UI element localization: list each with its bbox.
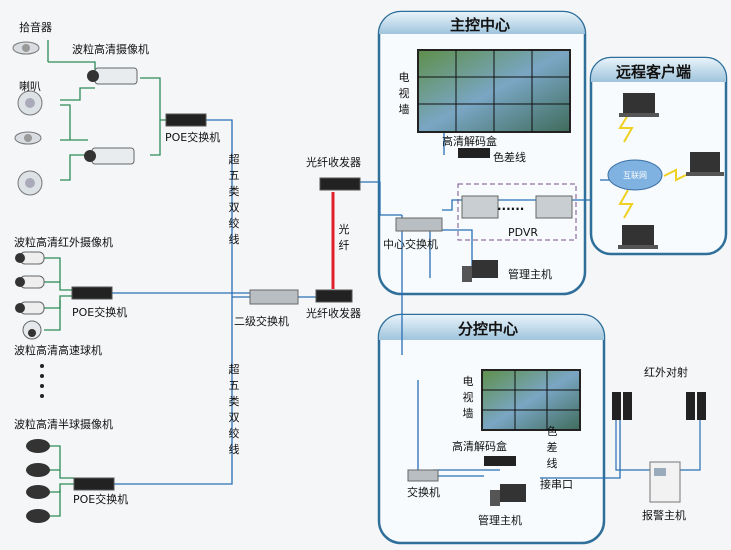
switch-icon [407,469,439,482]
label-level2-switch: 二级交换机 [234,315,289,328]
poe-switch-icon [71,286,113,300]
speed-dome-icon [22,320,42,340]
label-mgmt-host: 管理主机 [508,268,552,281]
label-poe-switch-2: POE交换机 [72,306,128,319]
label-color-diff-cable: 色差线 [493,151,526,164]
pickup-icon [12,41,40,55]
tv-wall-screen [417,49,571,133]
label-sub-tv-wall: 电视墙 [462,375,474,420]
tv-wall-screen [481,369,581,431]
network-links [112,118,621,485]
poe-switch-icon [165,113,207,127]
label-internet: 互联网 [623,171,647,180]
label-poe-switch-1: POE交换机 [165,131,221,144]
label-dome-camera: 波粒高清半球摄像机 [14,418,113,431]
dome-camera-icon [26,439,50,523]
label-twisted-pair-1: 超五类双绞线 [228,153,240,246]
label-fiber: 光纤 [338,223,350,252]
label-sub-color-diff-cable: 色差线 [546,425,558,470]
label-poe-switch-3: POE交换机 [73,493,129,506]
label-center-switch: 中心交换机 [383,238,438,251]
ellipsis-dots [40,364,44,398]
center-switch-icon [395,217,443,232]
label-sub-switch: 交换机 [407,486,440,499]
label-speaker: 喇叭 [19,80,41,93]
ir-beam-sensor-icon [612,392,706,420]
box-camera-icon [87,67,138,85]
sub-center-title: 分控中心 [458,320,519,338]
label-pdvr: PDVR [508,226,539,239]
label-pickup: 拾音器 [19,21,52,34]
label-twisted-pair-2: 超五类双绞线 [228,363,240,456]
label-sub-mgmt-host: 管理主机 [478,514,522,527]
mgmt-host-icon [462,260,498,282]
camera-links [42,40,166,517]
level2-switch-icon [249,289,299,305]
pickup-icon [14,131,42,145]
decoder-box-icon [484,456,516,466]
pdvr-group [457,183,577,241]
mgmt-host-icon [490,484,526,506]
label-ir-camera: 波粒高清红外摄像机 [14,236,113,249]
laptop-icon [619,93,659,117]
label-hd-decoder: 高清解码盒 [442,135,497,148]
ir-camera-icon [15,251,45,315]
label-ir-beam: 红外对射 [644,366,688,379]
label-sub-hd-decoder: 高清解码盒 [452,440,507,453]
poe-switch-icon [73,477,115,491]
label-tv-wall: 电视墙 [398,71,410,116]
internet-cloud-icon [607,159,663,191]
label-fiber-tx-top: 光纤收发器 [306,156,361,169]
laptop-icon [618,225,658,249]
decoder-box-icon [458,148,490,158]
speaker-icon [17,170,43,196]
label-serial-port: 接串口 [540,478,573,491]
alarm-links [615,420,701,471]
laptop-icon [686,152,724,176]
label-pdvr-dots: ...... [497,199,525,213]
wireless-link [618,189,634,219]
remote-title: 远程客户端 [616,63,692,81]
speaker-icon [17,90,43,116]
wireless-link [663,168,689,182]
fiber-transceiver-icon [315,177,361,303]
wireless-link [618,114,634,143]
alarm-host-icon [649,461,681,503]
label-alarm-host: 报警主机 [642,509,686,522]
main-center-title: 主控中心 [450,16,511,34]
label-hd-camera: 波粒高清摄像机 [72,43,149,56]
box-camera-icon [84,147,135,165]
label-speed-dome: 波粒高清高速球机 [14,344,102,357]
label-fiber-tx-bottom: 光纤收发器 [306,307,361,320]
